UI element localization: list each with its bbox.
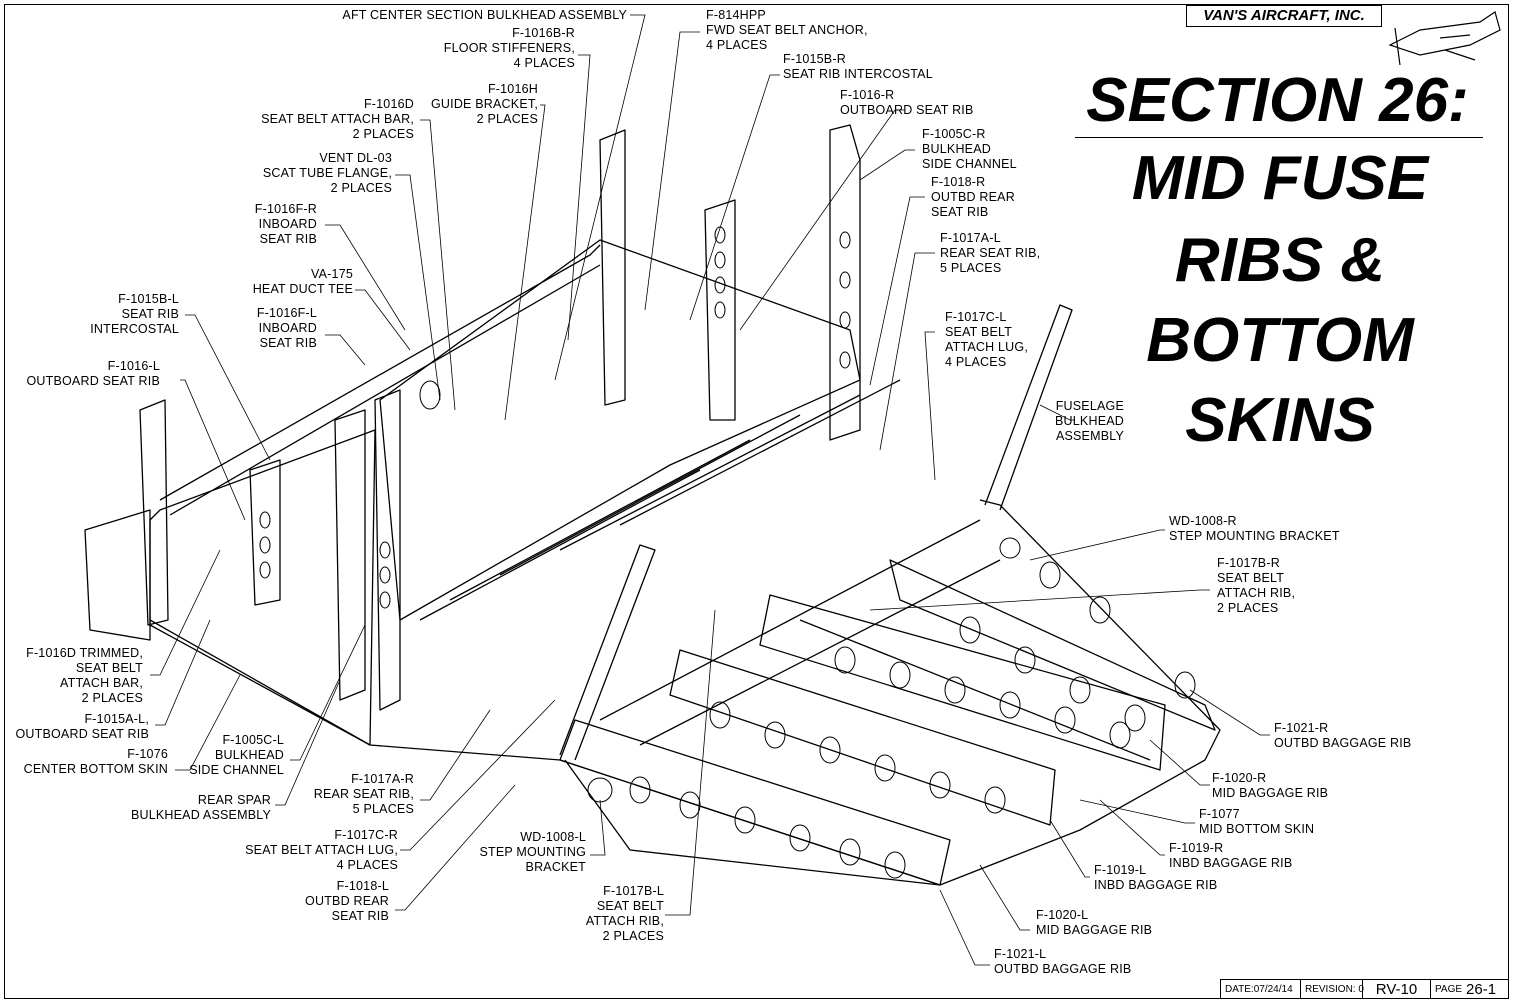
callout-label: FUSELAGE BULKHEAD ASSEMBLY (1055, 399, 1124, 443)
callout-label: F-1017C-R SEAT BELT ATTACH LUG, 4 PLACES (245, 828, 398, 872)
callout-label: F-1017A-R REAR SEAT RIB, 5 PLACES (313, 772, 414, 816)
section-title-line-2: MID FUSE (1131, 144, 1429, 213)
model-value: RV-10 (1375, 980, 1418, 998)
left-side-wall (149, 429, 376, 746)
title-block-revision: REVISION: 0 (1300, 979, 1364, 999)
callout-label: F-1015A-L, OUTBOARD SEAT RIB (15, 712, 149, 741)
callout-label: F-1016B-R FLOOR STIFFENERS, 4 PLACES (443, 26, 575, 70)
baggage-rib-2 (669, 649, 1056, 826)
aircraft-logo (1388, 11, 1501, 66)
callout-label: F-1015B-R SEAT RIB INTERCOSTAL (783, 52, 933, 81)
section-title-line-1: SECTION 26: (1086, 66, 1469, 135)
callout-label: F-1016H GUIDE BRACKET, 2 PLACES (431, 82, 538, 126)
page-value: 26-1 (1466, 980, 1497, 998)
company-name: VAN'S AIRCRAFT, INC. (1186, 5, 1382, 27)
callout-label: F-1016F-L INBOARD SEAT RIB (256, 306, 317, 350)
callout-label: F-1016D SEAT BELT ATTACH BAR, 2 PLACES (261, 97, 414, 141)
section-title-line-3: RIBS & (1174, 226, 1386, 295)
callout-label: F-1005C-R BULKHEAD SIDE CHANNEL (922, 127, 1017, 171)
callout-label: F-1020-R MID BAGGAGE RIB (1212, 771, 1329, 800)
date-value: 07/24/14 (1253, 983, 1293, 995)
callout-label: F-1017A-L REAR SEAT RIB, 5 PLACES (940, 231, 1041, 275)
callout-label: VENT DL-03 SCAT TUBE FLANGE, 2 PLACES (262, 151, 392, 195)
callout-label: REAR SPAR BULKHEAD ASSEMBLY (130, 793, 271, 822)
callout-label: F-1016-L OUTBOARD SEAT RIB (26, 359, 160, 388)
callout-label: AFT CENTER SECTION BULKHEAD ASSEMBLY (342, 8, 627, 22)
callout-label: F-814HPP FWD SEAT BELT ANCHOR, 4 PLACES (706, 8, 868, 52)
callout-label: F-1016D TRIMMED, SEAT BELT ATTACH BAR, 2… (26, 646, 143, 705)
title-block-date: DATE:07/24/14 (1220, 979, 1300, 999)
callout-label: F-1019-R INBD BAGGAGE RIB (1169, 841, 1293, 870)
callout-label: F-1021-R OUTBD BAGGAGE RIB (1274, 721, 1412, 750)
drawing-border (4, 4, 1509, 999)
callout-label: F-1077 MID BOTTOM SKIN (1199, 807, 1315, 836)
title-block-divider (1220, 979, 1509, 980)
baggage-rib-3 (759, 594, 1166, 771)
callout-label: F-1016-R OUTBOARD SEAT RIB (840, 88, 974, 117)
callout-label: F-1019-L INBD BAGGAGE RIB (1094, 863, 1218, 892)
callout-label: F-1021-L OUTBD BAGGAGE RIB (994, 947, 1132, 976)
callout-label: VA-175 HEAT DUCT TEE (252, 267, 353, 296)
callout-label: F-1076 CENTER BOTTOM SKIN (23, 747, 168, 776)
callout-label: F-1015B-L SEAT RIB INTERCOSTAL (90, 292, 179, 336)
seat-pan (379, 239, 861, 621)
callout-label: WD-1008-L STEP MOUNTING BRACKET (479, 830, 586, 874)
revision-value: 0 (1358, 983, 1364, 995)
section-title-line-4: BOTTOM (1146, 306, 1414, 375)
right-channel (829, 124, 861, 441)
title-block-model: RV-10 (1362, 979, 1430, 999)
callout-label: F-1017B-R SEAT BELT ATTACH RIB, 2 PLACES (1217, 556, 1296, 615)
page-label: PAGE (1435, 983, 1463, 995)
callout-label: F-1018-L OUTBD REAR SEAT RIB (305, 879, 389, 923)
fuselage-bulkhead (984, 304, 1073, 511)
bottom-skin-outline (149, 499, 1221, 886)
callout-label: F-1005C-L BULKHEAD SIDE CHANNEL (189, 733, 284, 777)
baggage-rib-1 (559, 719, 951, 886)
title-underline (1075, 137, 1483, 138)
callout-label: F-1017B-L SEAT BELT ATTACH RIB, 2 PLACES (585, 884, 664, 943)
callout-label: WD-1008-R STEP MOUNTING BRACKET (1169, 514, 1340, 543)
callout-label: F-1018-R OUTBD REAR SEAT RIB (931, 175, 1015, 219)
callout-label: F-1016F-R INBOARD SEAT RIB (254, 202, 317, 246)
date-label: DATE: (1225, 983, 1254, 995)
callout-label: F-1017C-L SEAT BELT ATTACH LUG, 4 PLACES (945, 310, 1028, 369)
aft-bulkhead-rail (159, 244, 601, 516)
baggage-rib-4 (889, 559, 1216, 731)
callout-label: F-1020-L MID BAGGAGE RIB (1036, 908, 1153, 937)
revision-label: REVISION: (1305, 983, 1356, 995)
section-title-line-5: SKINS (1185, 386, 1375, 455)
